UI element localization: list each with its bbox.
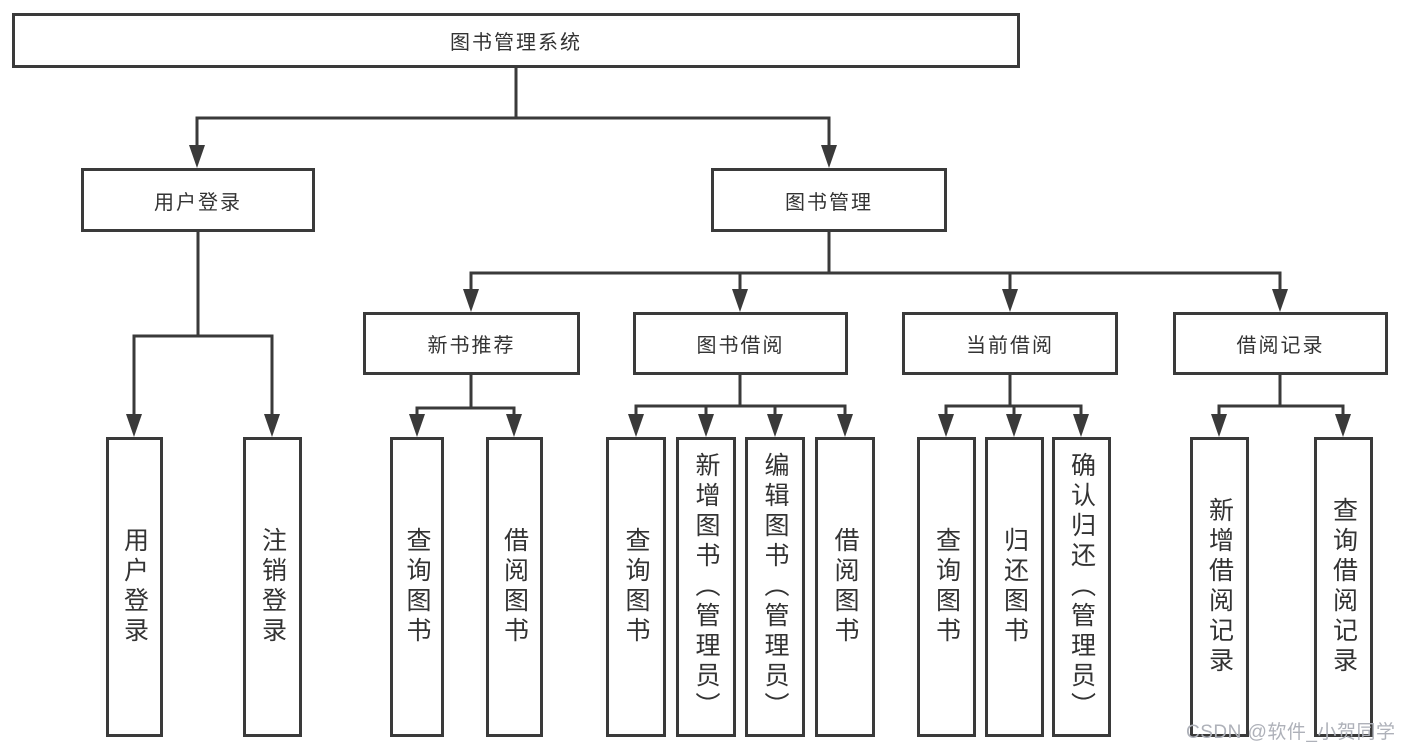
arrowhead: [821, 145, 837, 168]
arrowhead: [264, 414, 280, 437]
node-book-borrowing: 图书借阅: [633, 312, 848, 375]
node-user-login-leaf: 用户登录: [106, 437, 163, 737]
node-current-borrowing: 当前借阅: [902, 312, 1118, 375]
arrowhead: [1335, 414, 1351, 437]
arrowhead: [938, 414, 954, 437]
arrowhead: [1073, 414, 1089, 437]
node-query-books-3: 查询图书: [917, 437, 976, 737]
node-user-login: 用户登录: [81, 168, 315, 232]
connector-user-login-children: [126, 232, 280, 437]
arrowhead: [409, 414, 425, 437]
node-edit-book-admin: 编辑图书（管理员）: [745, 437, 805, 737]
node-query-books: 查询图书: [390, 437, 444, 737]
node-logout: 注销登录: [243, 437, 302, 737]
node-add-borrow-record: 新增借阅记录: [1190, 437, 1249, 737]
arrowhead: [463, 289, 479, 312]
node-query-borrow-record: 查询借阅记录: [1314, 437, 1373, 737]
arrowhead: [126, 414, 142, 437]
arrowhead: [1006, 414, 1022, 437]
arrowhead: [1002, 289, 1018, 312]
node-confirm-return-admin: 确认归还（管理员）: [1052, 437, 1111, 737]
arrowhead: [628, 414, 644, 437]
node-borrowing-records: 借阅记录: [1173, 312, 1388, 375]
arrowhead: [767, 414, 783, 437]
connector-current-borrowing-children: [938, 375, 1089, 437]
csdn-watermark: CSDN @软件_小贺同学: [1186, 722, 1396, 743]
node-borrow-books: 借阅图书: [486, 437, 543, 737]
connector-root-to-level2: [189, 68, 837, 168]
node-borrow-books-2: 借阅图书: [815, 437, 875, 737]
arrowhead: [732, 289, 748, 312]
arrowhead: [506, 414, 522, 437]
arrowhead: [189, 145, 205, 168]
arrowhead: [837, 414, 853, 437]
node-library-management-system: 图书管理系统: [12, 13, 1020, 68]
node-query-books-2: 查询图书: [606, 437, 666, 737]
node-book-management: 图书管理: [711, 168, 947, 232]
connector-borrowing-records-children: [1211, 375, 1351, 437]
connector-book-borrowing-children: [628, 375, 853, 437]
node-add-book-admin: 新增图书（管理员）: [676, 437, 736, 737]
arrowhead: [698, 414, 714, 437]
arrowhead: [1211, 414, 1227, 437]
node-new-book-recommendation: 新书推荐: [363, 312, 580, 375]
arrowhead: [1272, 289, 1288, 312]
connector-new-book-children: [409, 375, 522, 437]
connector-book-management-to-level3: [463, 232, 1288, 312]
node-return-book: 归还图书: [985, 437, 1044, 737]
